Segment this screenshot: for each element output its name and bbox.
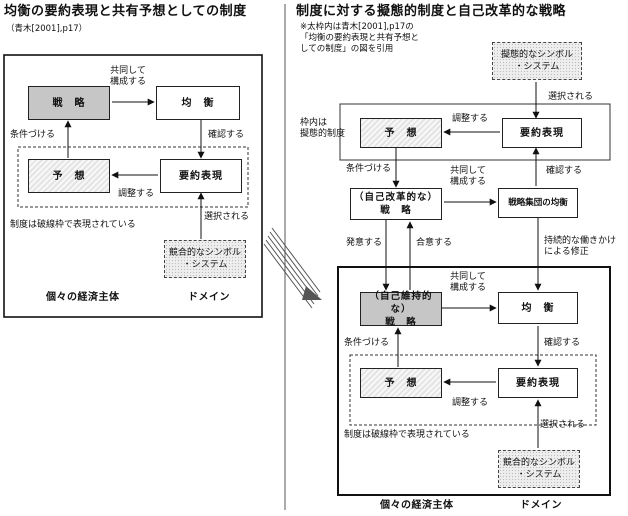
right-mimic-symbol-system-box: 擬態的なシンボル ・システム [492, 42, 582, 80]
right-upper-frame [339, 103, 611, 161]
right-label-agree: 合意する [416, 238, 453, 248]
right-institution-dashed-frame [349, 354, 597, 426]
left-dashed-note: 制度は破線枠で表現されている [10, 220, 136, 230]
right-dashed-note: 制度は破線枠で表現されている [344, 430, 470, 440]
right-lower-symbol-system-box: 競合的なシンボル ・システム [498, 450, 580, 488]
right-self-reform-strategy-box: （自己改革的な） 戦 略 [350, 188, 442, 220]
right-lower-equilibrium-box: 均 衡 [498, 292, 578, 324]
left-citation: （青木[2001],p17） [6, 24, 88, 34]
left-institution-dashed-frame [17, 146, 249, 208]
right-lower-expectation-box: 予 想 [360, 368, 442, 398]
right-label-select-lower: 選択される [540, 420, 586, 430]
left-label-select: 選択される [204, 212, 250, 222]
right-upper-expectation-box: 予 想 [360, 118, 442, 148]
right-label-co-configure-upper: 共同して 構成する [450, 166, 487, 187]
right-label-co-configure-lower: 共同して 構成する [450, 272, 487, 293]
left-footer-agent: 個々の経済主体 [46, 292, 120, 303]
left-label-confirm: 確認する [208, 130, 245, 140]
left-outer-frame [3, 54, 263, 318]
right-label-adjust-lower: 調整する [452, 398, 489, 408]
left-summary-box: 要約表現 [160, 159, 242, 193]
right-citation-note: ※太枠内は青木[2001],p17の 「均衡の要約表現と共有予想と しての制度」… [300, 22, 420, 54]
left-label-co-configure: 共同して 構成する [110, 66, 147, 87]
right-label-condition-lower: 条件づける [344, 338, 390, 348]
left-strategy-box: 戦 略 [28, 86, 110, 120]
right-label-confirm-upper: 確認する [546, 166, 583, 176]
right-footer-agent: 個々の経済主体 [380, 500, 454, 511]
right-lower-frame [337, 266, 611, 496]
right-lower-summary-box: 要約表現 [498, 368, 578, 398]
transition-arrow-icon [263, 227, 322, 309]
right-label-adjust-upper: 調整する [452, 114, 489, 124]
left-equilibrium-box: 均 衡 [156, 86, 240, 120]
left-expectation-box: 予 想 [28, 159, 110, 193]
left-symbol-system-box: 競合的なシンボル ・システム [164, 240, 246, 278]
right-title: 制度に対する擬態的制度と自己改革的な戦略 [296, 4, 567, 19]
left-label-adjust: 調整する [118, 189, 155, 199]
right-self-maintain-strategy-box: （自己維持的な） 戦 略 [360, 291, 442, 328]
left-title: 均衡の要約表現と共有予想としての制度 [4, 4, 247, 19]
left-label-condition: 条件づける [10, 130, 56, 140]
right-label-confirm-lower: 確認する [544, 338, 581, 348]
right-upper-summary-box: 要約表現 [502, 118, 582, 148]
right-frame-label: 枠内は 擬態的制度 [300, 118, 346, 139]
right-label-selected: 選択される [548, 92, 594, 102]
right-label-emerge: 発意する [346, 238, 383, 248]
right-group-equilibrium-box: 戦略集団の均衡 [498, 188, 578, 218]
right-footer-domain: ドメイン [520, 500, 562, 511]
right-label-persistent: 持続的な働きかけ による修正 [544, 236, 617, 257]
right-label-condition-upper: 条件づける [346, 164, 392, 174]
left-footer-domain: ドメイン [188, 292, 230, 303]
